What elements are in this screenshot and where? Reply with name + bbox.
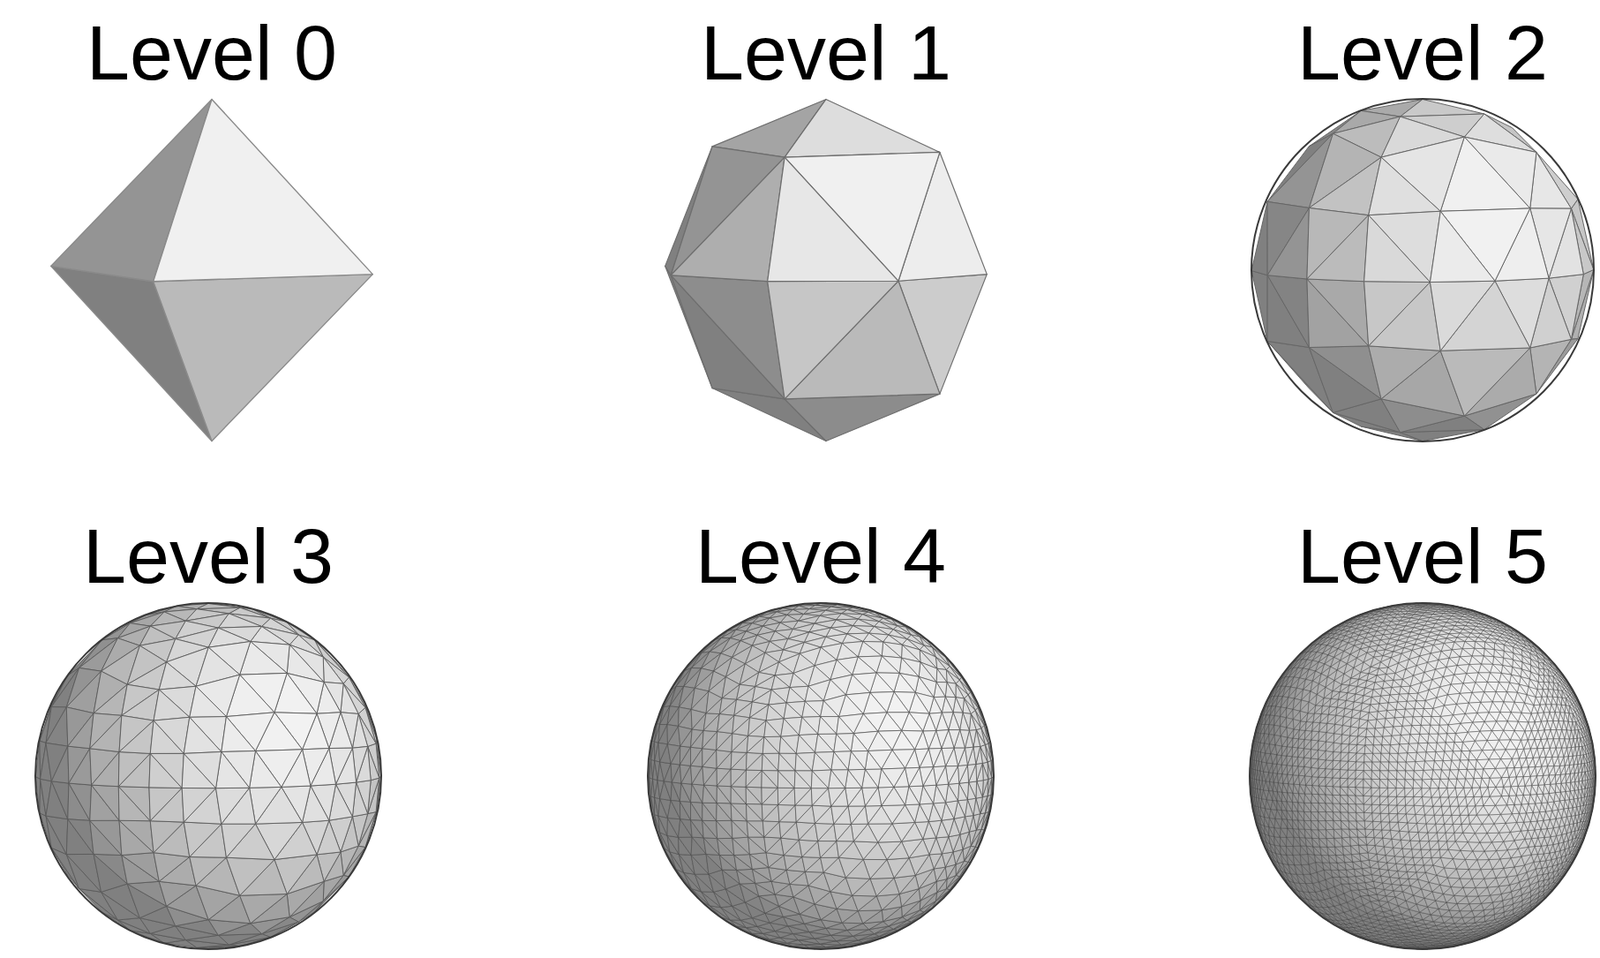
mesh-face: [784, 393, 940, 441]
sphere-mesh: [1249, 602, 1596, 949]
sphere-mesh: [665, 98, 988, 441]
sphere-mesh: [647, 602, 994, 949]
sphere-mesh: [35, 602, 382, 949]
sphere-mesh: [1251, 98, 1594, 442]
mesh-face: [1251, 270, 1268, 342]
mesh-face: [153, 274, 374, 442]
sphere-mesh: [51, 98, 374, 441]
mesh-face: [1530, 151, 1572, 209]
